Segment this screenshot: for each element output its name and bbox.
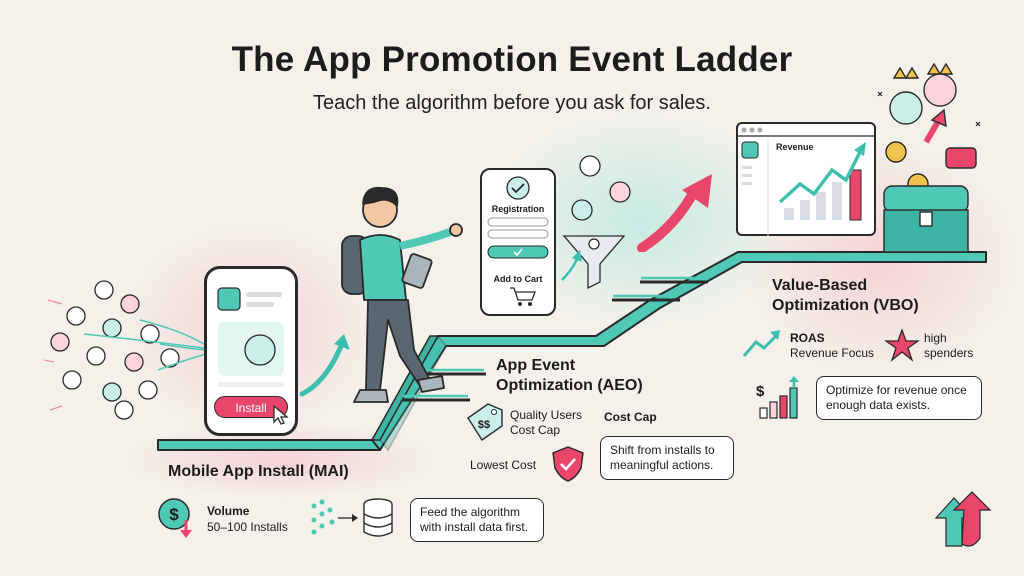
aeo-tag-line2: Cost Cap [510,423,561,437]
svg-text:$: $ [169,505,179,524]
user-icon [66,306,86,326]
vbo-label-line2: Optimization (VBO) [772,297,919,314]
price-tag-icon: $$ [467,403,503,441]
vbo-tip-bubble: Optimize for revenue once enough data ex… [816,376,982,420]
pink-growth-arrow-icon [637,174,712,252]
aeo-lowest-cost: Lowest Cost [470,458,537,472]
growth-arrow-icon [299,334,350,397]
user-icon [124,352,144,372]
user-icon [102,382,122,402]
aeo-stage-label: App Event Optimization (AEO) [496,356,643,396]
user-icon [50,332,70,352]
brand-logo-icon [934,491,992,547]
aeo-tip-line2: meaningful actions. [610,458,714,472]
star-icon [884,328,920,362]
add-to-cart-label: Add to Cart [493,274,543,284]
vbo-stage-label: Value-Based Optimization (VBO) [772,276,919,316]
vip-user-icon [923,73,957,107]
user-icon [579,155,601,177]
cart-icon [510,287,536,301]
shield-check-icon [552,446,584,482]
svg-text:$: $ [756,383,765,400]
user-avatar-icon [244,334,276,366]
mai-tip-line1: Feed the algorithm [420,505,521,519]
page-subtitle: Teach the algorithm before you ask for s… [313,92,711,114]
mai-metric-title: Volume [207,504,250,518]
mai-tip-bubble: Feed the algorithm with install data fir… [410,498,544,542]
registration-label: Registration [491,204,545,214]
user-icon [571,199,593,221]
vbo-label-line1: Value-Based [772,277,868,294]
vbo-high-line1: high [924,331,947,345]
revenue-dashboard-art [736,127,876,236]
app-icon [217,287,241,311]
mai-metric-detail: 50–100 Installs [207,520,288,534]
cursor-icon [273,404,289,425]
user-icon [94,280,114,300]
user-icon [114,400,134,420]
mai-tip-line2: with install data first. [420,520,529,534]
vbo-revenue-focus: Revenue Focus [790,346,875,360]
roas-trend-icon [742,330,780,357]
phone-screen-art [217,287,284,387]
vip-user-icon [889,91,923,125]
climber-person-icon [341,186,463,403]
funnel-users-art [561,155,631,290]
user-icon [140,324,160,344]
user-icon [138,380,158,400]
user-icon [62,370,82,390]
mai-stage-label: Mobile App Install (MAI) [168,463,349,480]
revenue-label: Revenue [776,142,814,152]
vbo-tip-line2: enough data exists. [826,398,931,412]
user-icon [86,346,106,366]
user-icon [102,318,122,338]
user-crowd [43,280,207,420]
page-title: The App Promotion Event Ladder [231,40,793,79]
app-event-card-art [487,176,549,306]
svg-text:$$: $$ [478,419,490,431]
revenue-bars-icon: $ [756,376,799,419]
aeo-tip-bubble: Shift from installs to meaningful action… [600,436,734,480]
aeo-label-line1: App Event [496,357,576,374]
user-icon [160,348,180,368]
vbo-high-line2: spenders [924,346,974,360]
crown-icon [926,62,954,76]
crown-icon [892,66,920,80]
user-icon [120,294,140,314]
vbo-tip-line1: Optimize for revenue once [826,383,967,397]
treasure-high-value-art [877,62,981,253]
user-icon [609,181,631,203]
data-to-database-icon [311,498,393,537]
aeo-cost-cap: Cost Cap [604,410,657,424]
checkmark-icon [506,176,530,200]
aeo-label-line2: Optimization (AEO) [496,377,643,394]
aeo-tag-line1: Quality Users [510,408,583,422]
volume-dollar-icon: $ [158,498,192,538]
funnel-icon [562,235,626,290]
vbo-roas: ROAS [790,331,825,345]
install-button[interactable]: Install [214,396,288,418]
aeo-tip-line1: Shift from installs to [610,443,715,457]
